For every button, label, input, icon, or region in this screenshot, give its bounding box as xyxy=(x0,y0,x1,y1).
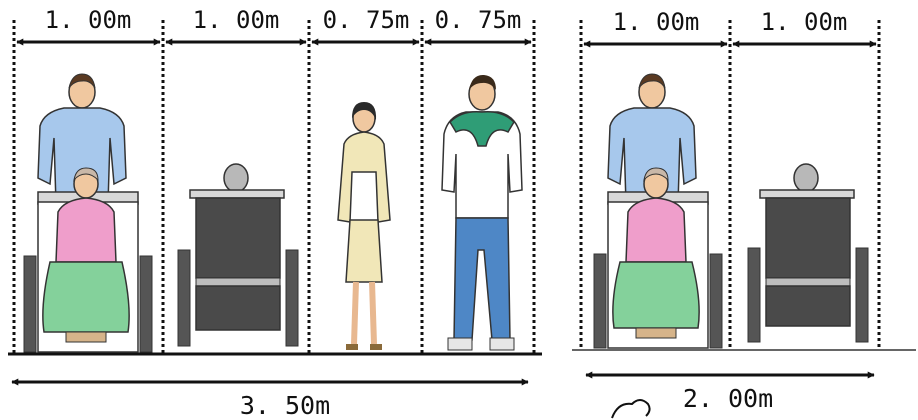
man-jeans xyxy=(454,218,510,340)
segment-label: 0. 75m xyxy=(323,6,410,34)
woman-shoe xyxy=(370,344,382,350)
segment-label: 1. 00m xyxy=(193,6,280,34)
wheelchair-backrest xyxy=(196,198,280,278)
woman-jacket xyxy=(338,132,390,222)
wheelchair-handle-bar xyxy=(760,190,854,198)
pedestrian-man-illustration xyxy=(442,75,522,350)
woman-leg xyxy=(372,282,374,344)
wheelchair-wheel xyxy=(24,256,36,352)
wheelchair-back-view-illustration xyxy=(748,164,868,342)
wheelchair-wheel xyxy=(710,254,722,348)
wheelchair-lower xyxy=(196,286,280,330)
wheelchair-backrest xyxy=(766,198,850,278)
occupant-head xyxy=(794,164,818,192)
man-shoe xyxy=(490,338,514,350)
seated-woman-feet xyxy=(66,332,106,342)
wheelchair-wheel xyxy=(856,248,868,342)
seated-woman-blouse xyxy=(56,198,116,262)
woman-skirt xyxy=(346,220,382,282)
wheelchair-seat xyxy=(196,278,280,286)
seated-woman-blouse xyxy=(626,198,686,262)
pedestrian-woman-illustration xyxy=(338,102,390,350)
woman-shoe xyxy=(346,344,358,350)
segment-label: 1. 00m xyxy=(761,8,848,36)
seated-woman-feet xyxy=(636,328,676,338)
wheelchair-wheel xyxy=(594,254,606,348)
total-width-label: 3. 50m xyxy=(240,391,330,420)
wheelchair-wheel xyxy=(748,248,760,342)
wheelchair-handle-bar xyxy=(190,190,284,198)
woman-leg xyxy=(354,282,356,344)
seated-woman-skirt xyxy=(613,262,699,328)
left-group: 1. 00m 1. 00m 0. 75m 0. 75m 3. 50m xyxy=(8,6,542,420)
man-shoe xyxy=(448,338,472,350)
total-width-label: 2. 00m xyxy=(683,384,773,413)
segment-label: 1. 00m xyxy=(613,8,700,36)
person-pushing-wheelchair-illustration xyxy=(24,74,152,352)
wheelchair-lower xyxy=(766,286,850,326)
seated-woman-skirt xyxy=(43,262,129,332)
doodle-mark xyxy=(612,400,650,418)
segment-label: 1. 00m xyxy=(45,6,132,34)
wheelchair-back-view-illustration xyxy=(178,164,298,346)
wheelchair-wheel xyxy=(286,250,298,346)
occupant-head xyxy=(224,164,248,192)
wheelchair-seat xyxy=(766,278,850,286)
wheelchair-wheel xyxy=(140,256,152,352)
segment-label: 0. 75m xyxy=(435,6,522,34)
wheelchair-wheel xyxy=(178,250,190,346)
person-pushing-wheelchair-illustration xyxy=(594,74,722,348)
right-group: 1. 00m 1. 00m 2. 00m xyxy=(572,8,916,418)
